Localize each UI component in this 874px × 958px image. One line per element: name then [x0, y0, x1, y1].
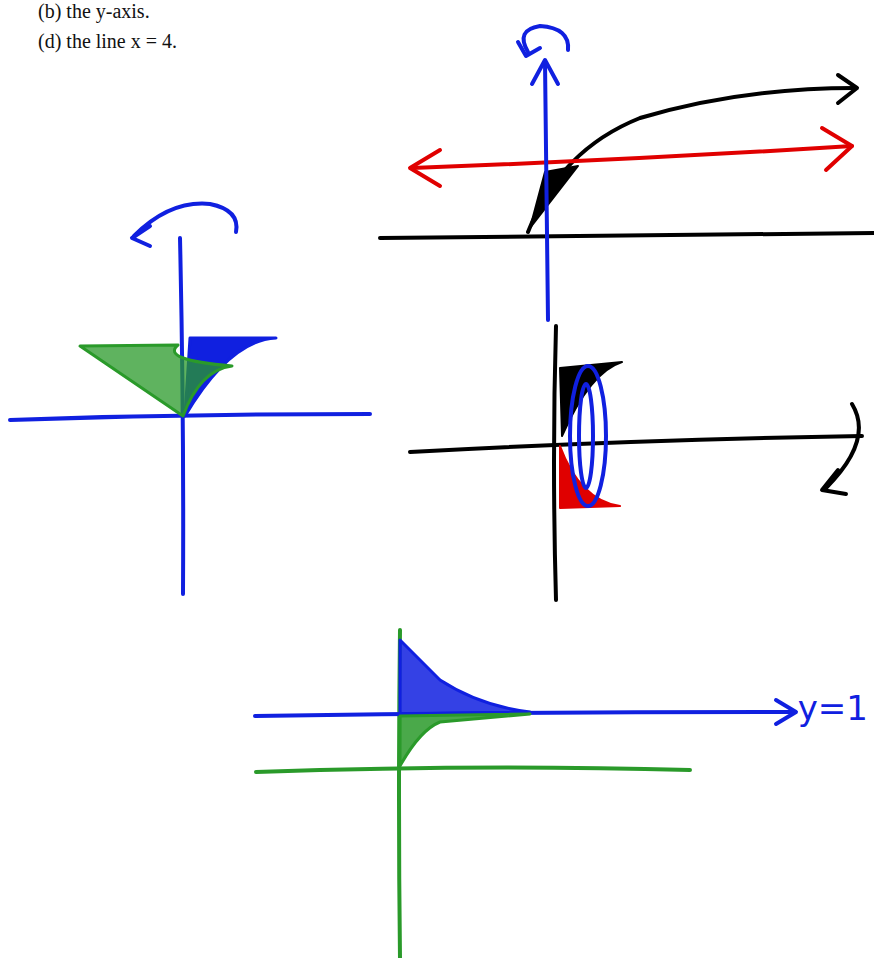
mirrored-region [80, 345, 232, 416]
arrow-head [776, 700, 796, 724]
x-axis [380, 233, 874, 238]
x-axis [10, 414, 370, 420]
y-axis [554, 326, 556, 600]
arrow-head [532, 60, 558, 84]
rotation-arrow [134, 204, 236, 236]
rotation-arrow [524, 26, 569, 52]
cross-section [570, 366, 606, 506]
x-axis [410, 436, 862, 452]
reflected-region [400, 714, 530, 766]
arrow-head [822, 128, 852, 170]
arrow-head [410, 150, 440, 186]
line-label: y=1 [798, 688, 868, 728]
exercise-part: (b) the y-axis. [38, 0, 150, 23]
arrow-head [822, 470, 846, 494]
rotation-axis [412, 146, 852, 168]
arrow-head [838, 75, 857, 103]
cross-section [579, 384, 593, 488]
rotation-axis [545, 62, 548, 320]
rotation-arrow [826, 404, 859, 488]
arrow-head [132, 226, 150, 246]
x-axis [256, 767, 690, 772]
shaded-region [530, 166, 578, 228]
arrow-head [518, 42, 540, 56]
exercise-part: (d) the line x = 4. [38, 30, 177, 53]
shaded-region [400, 640, 530, 714]
